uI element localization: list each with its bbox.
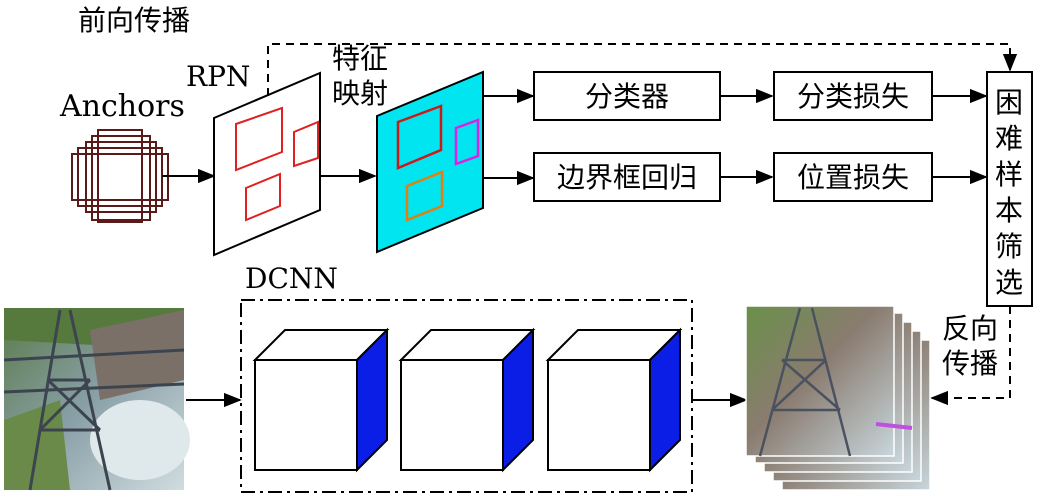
- cls-loss-box: [773, 71, 933, 121]
- bbox-regression-label: 边界框回归: [557, 161, 697, 194]
- feature-map-label-line2: 映射: [332, 77, 388, 110]
- tower-icon: [758, 307, 852, 457]
- anchor-box: [97, 129, 143, 223]
- feature-box-orange: [405, 170, 444, 222]
- dcnn-cube-2: [398, 327, 536, 473]
- dcnn-cube-1: [252, 327, 390, 473]
- rpn-panel: [213, 71, 321, 257]
- proposal-box: [293, 120, 319, 168]
- dcnn-cube-3: [545, 327, 683, 473]
- input-image: [3, 308, 190, 491]
- feature-map-boxes: [396, 104, 480, 222]
- feature-map-panel: [376, 70, 484, 254]
- backward-label-line1: 反向: [942, 312, 998, 345]
- hard-mining-char: 样: [995, 158, 1023, 191]
- anchor-box: [85, 141, 157, 213]
- dashed-backward-line: [930, 306, 1011, 406]
- anchors-label: Anchors: [59, 89, 185, 124]
- rpn-proposal-boxes: [235, 106, 319, 222]
- hard-mining-label: 困 难 样 本 筛 选: [995, 86, 1023, 299]
- classifier-label: 分类器: [585, 80, 669, 113]
- output-image-stack: [745, 305, 931, 491]
- anchor-box: [91, 135, 151, 221]
- hard-mining-char: 难: [995, 122, 1023, 155]
- cls-loss-label: 分类损失: [797, 80, 909, 113]
- dashed-rpn-to-mining: [267, 43, 1018, 96]
- backward-label-line2: 传播: [942, 347, 998, 380]
- feature-box-red: [396, 104, 443, 170]
- hard-mining-box: [986, 71, 1033, 307]
- hard-mining-char: 本: [995, 194, 1023, 227]
- proposal-box: [245, 172, 281, 222]
- forward-propagation-label: 前向传播: [78, 4, 190, 37]
- anchor-boxes: [71, 129, 169, 223]
- loc-loss-label: 位置损失: [797, 161, 909, 194]
- hard-mining-char: 筛: [995, 230, 1023, 263]
- feature-map-label-line1: 特征: [332, 42, 388, 75]
- rpn-label: RPN: [186, 60, 250, 93]
- proposal-box: [235, 106, 283, 172]
- dcnn-container: [240, 299, 693, 493]
- feature-box-magenta: [454, 118, 480, 166]
- dcnn-label: DCNN: [245, 262, 338, 295]
- hard-mining-char: 困: [995, 86, 1023, 119]
- hard-mining-char: 选: [995, 266, 1023, 299]
- tower-icon: [3, 309, 185, 491]
